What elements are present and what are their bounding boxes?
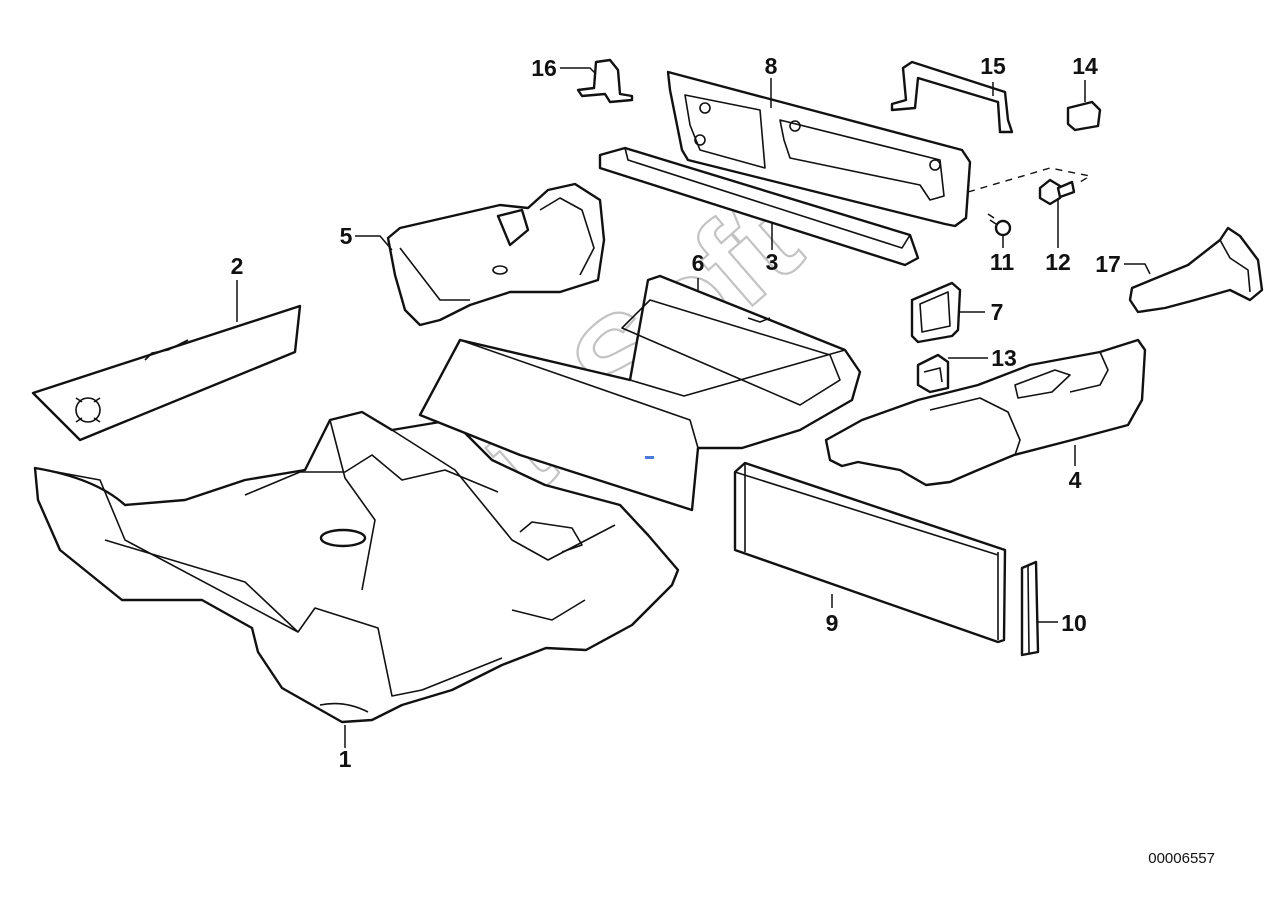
marker-dot xyxy=(645,456,654,459)
callout-10: 10 xyxy=(1061,610,1087,636)
callout-1: 1 xyxy=(339,746,352,772)
part-3-trim-strip[interactable] xyxy=(598,146,920,267)
leader-lines xyxy=(236,67,1151,748)
part-15-bracket[interactable] xyxy=(890,60,1014,134)
callout-5: 5 xyxy=(340,223,353,249)
callout-11: 11 xyxy=(990,249,1015,275)
part-7-frame[interactable] xyxy=(910,281,962,344)
callout-9: 9 xyxy=(826,610,839,636)
part-9-board[interactable] xyxy=(733,461,1007,644)
part-8-rear-panel[interactable] xyxy=(666,70,972,228)
callout-4: 4 xyxy=(1069,467,1082,493)
part-6-shelf-tub[interactable] xyxy=(418,274,862,512)
part-1-floor-carpet[interactable] xyxy=(33,410,680,724)
callout-15: 15 xyxy=(980,53,1006,79)
part-11-screw[interactable] xyxy=(987,213,1012,237)
part-12-bolt[interactable] xyxy=(1038,178,1076,206)
part-5-side-trim[interactable] xyxy=(386,182,606,327)
callout-3: 3 xyxy=(766,249,779,275)
part-4-side-trim[interactable] xyxy=(824,338,1147,487)
part-14-cap[interactable] xyxy=(1066,100,1102,132)
part-16-bracket[interactable] xyxy=(576,58,634,104)
callout-labels: 1 2 3 4 5 6 7 8 9 10 11 12 13 14 15 16 1… xyxy=(231,53,1121,772)
callout-16: 16 xyxy=(531,55,557,81)
part-17-end-trim[interactable] xyxy=(1128,226,1264,314)
callout-12: 12 xyxy=(1045,249,1071,275)
callout-6: 6 xyxy=(692,250,705,276)
callout-7: 7 xyxy=(991,299,1004,325)
callout-8: 8 xyxy=(765,53,778,79)
callout-14: 14 xyxy=(1072,53,1098,79)
reference-number: 00006557 xyxy=(1148,850,1215,867)
callout-2: 2 xyxy=(231,253,244,279)
callout-13: 13 xyxy=(991,345,1017,371)
part-13-clip[interactable] xyxy=(916,353,950,394)
part-2-panel[interactable] xyxy=(31,304,302,442)
part-10-strip[interactable] xyxy=(1020,560,1040,657)
callout-17: 17 xyxy=(1095,251,1121,277)
